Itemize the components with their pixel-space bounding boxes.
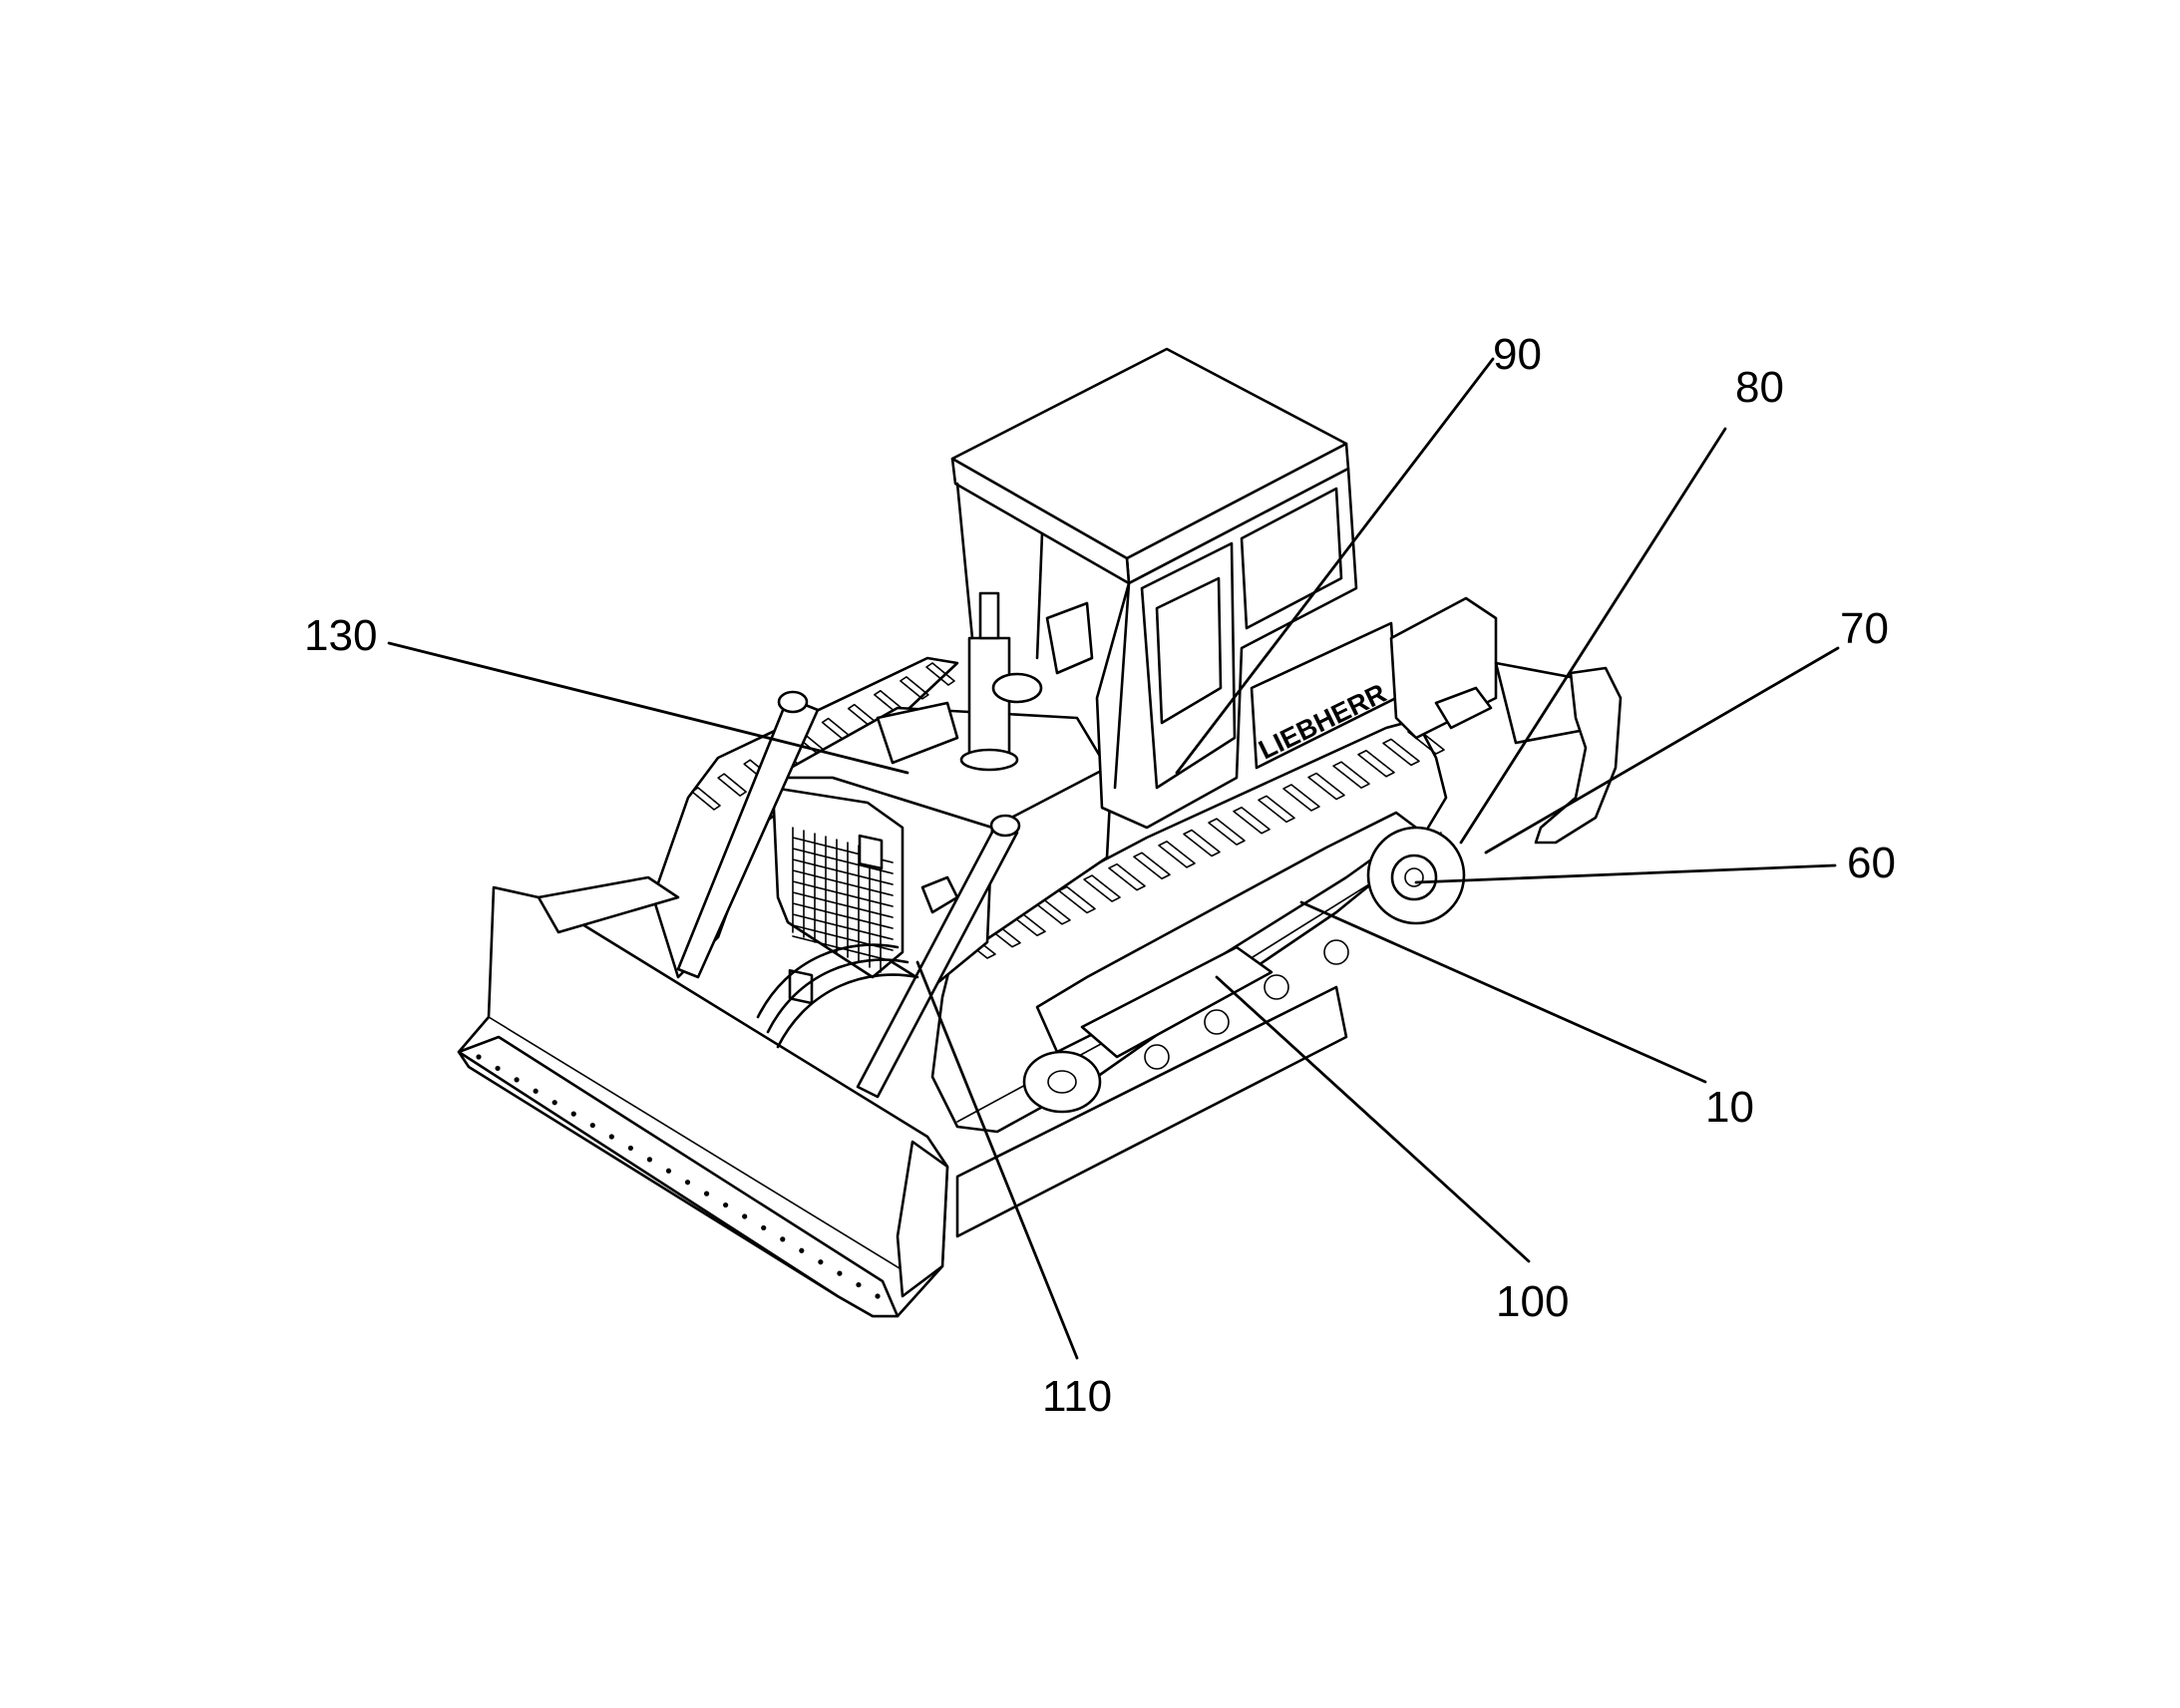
blade-bolt bbox=[684, 1180, 691, 1186]
blade-bolt bbox=[856, 1281, 862, 1288]
left-track-grouser bbox=[925, 662, 955, 686]
track-grouser bbox=[1357, 749, 1395, 778]
blade-bolt bbox=[723, 1201, 729, 1208]
blade-bolt bbox=[875, 1293, 881, 1299]
blade-push-arm bbox=[537, 875, 680, 934]
blade-bolt bbox=[476, 1054, 482, 1060]
sprocket-hub bbox=[1390, 854, 1438, 901]
lift-cylinder-left bbox=[676, 696, 820, 979]
track-grouser bbox=[1183, 829, 1221, 857]
exhaust-tip bbox=[978, 591, 1000, 640]
right-track-assembly bbox=[930, 718, 1466, 1134]
blade-bolt bbox=[570, 1111, 576, 1117]
track-grouser bbox=[1282, 784, 1320, 812]
cab-rear-window bbox=[1240, 487, 1343, 630]
recoil-cylinder bbox=[1080, 945, 1273, 1059]
blade-bolt bbox=[627, 1145, 633, 1152]
blade-bolt bbox=[665, 1168, 672, 1174]
exhaust-base bbox=[959, 748, 1019, 772]
blade-bolt bbox=[608, 1134, 614, 1140]
radiator-grille bbox=[771, 786, 905, 1005]
dozer-blade bbox=[457, 875, 949, 1318]
grille-mesh bbox=[792, 827, 894, 973]
left-track-grouser bbox=[691, 787, 721, 811]
leader-130 bbox=[387, 641, 909, 775]
callout-110: 110 bbox=[1042, 1372, 1112, 1421]
track-grouser bbox=[1158, 841, 1196, 868]
lift-cylinder-left-head bbox=[777, 690, 809, 714]
leader-100 bbox=[1215, 975, 1531, 1263]
track-grouser bbox=[1133, 852, 1171, 880]
blade-bolt bbox=[818, 1259, 824, 1265]
blade-bolt bbox=[761, 1224, 767, 1231]
track-grousers bbox=[958, 727, 1445, 959]
leader-60 bbox=[1414, 863, 1837, 884]
callout-90: 90 bbox=[1493, 330, 1542, 379]
blade-bolts bbox=[476, 1054, 881, 1299]
lift-cylinder-right-head bbox=[989, 814, 1021, 838]
ripper-cylinder bbox=[1434, 686, 1493, 730]
track-grouser bbox=[1233, 806, 1271, 835]
tilt-cylinder bbox=[920, 875, 959, 914]
hood-vent-panel bbox=[876, 701, 959, 765]
track-grouser bbox=[1382, 738, 1420, 767]
hydraulic-hoses bbox=[756, 943, 919, 1049]
cab-front-posts bbox=[955, 482, 1131, 790]
main-frame bbox=[955, 985, 1348, 1238]
operator-seat bbox=[1045, 601, 1094, 675]
lift-cylinders bbox=[676, 690, 1021, 1099]
callout-10: 10 bbox=[1705, 1083, 1754, 1132]
ripper-shank bbox=[1534, 666, 1623, 845]
blade-bolt bbox=[780, 1236, 786, 1242]
track-grouser bbox=[1332, 761, 1370, 789]
air-precleaner bbox=[991, 672, 1043, 704]
callout-labels: 90 80 70 60 10 100 110 130 bbox=[304, 330, 1896, 1421]
front-idler bbox=[1022, 1050, 1102, 1114]
callout-leaders bbox=[387, 357, 1840, 1360]
leader-70 bbox=[1484, 646, 1840, 854]
callout-80: 80 bbox=[1735, 363, 1784, 412]
left-track-grouser bbox=[717, 773, 747, 797]
track-grouser bbox=[1083, 874, 1121, 902]
leader-90 bbox=[1175, 357, 1495, 775]
track-grouser bbox=[1258, 795, 1295, 824]
track-grouser bbox=[1208, 818, 1246, 846]
blade-bolt bbox=[742, 1213, 748, 1219]
bottom-rollers bbox=[1144, 939, 1349, 1070]
leader-110 bbox=[915, 960, 1079, 1360]
rear-ripper bbox=[1389, 596, 1623, 845]
blade-cutting-edge bbox=[457, 1035, 900, 1318]
callout-60: 60 bbox=[1847, 839, 1896, 887]
leader-80 bbox=[1459, 427, 1727, 845]
blade-bolt bbox=[837, 1270, 843, 1276]
grille-lamp-right bbox=[858, 834, 884, 870]
blade-bolt bbox=[495, 1065, 501, 1072]
blade-upper-edge bbox=[488, 1016, 913, 1277]
blade-bolt bbox=[646, 1157, 653, 1163]
blade-end-bit-right bbox=[896, 1140, 949, 1298]
blade-bolt bbox=[799, 1247, 805, 1253]
sprocket-hub-center bbox=[1404, 867, 1424, 887]
track-grouser bbox=[1108, 862, 1146, 891]
cab-door-window bbox=[1155, 576, 1223, 725]
callout-70: 70 bbox=[1840, 604, 1889, 653]
track-grouser bbox=[1307, 772, 1345, 801]
exhaust-stack bbox=[876, 591, 1043, 772]
blade-bolt bbox=[551, 1100, 557, 1106]
blade-bolt bbox=[589, 1122, 595, 1129]
leader-10 bbox=[1299, 900, 1707, 1084]
blade-bolt bbox=[533, 1088, 539, 1094]
blade-bolt bbox=[514, 1077, 520, 1083]
callout-100: 100 bbox=[1496, 1277, 1569, 1326]
callout-130: 130 bbox=[304, 611, 377, 660]
left-track-grouser bbox=[900, 676, 929, 700]
blade-bolt bbox=[703, 1191, 710, 1196]
front-idler-hub bbox=[1047, 1070, 1077, 1094]
